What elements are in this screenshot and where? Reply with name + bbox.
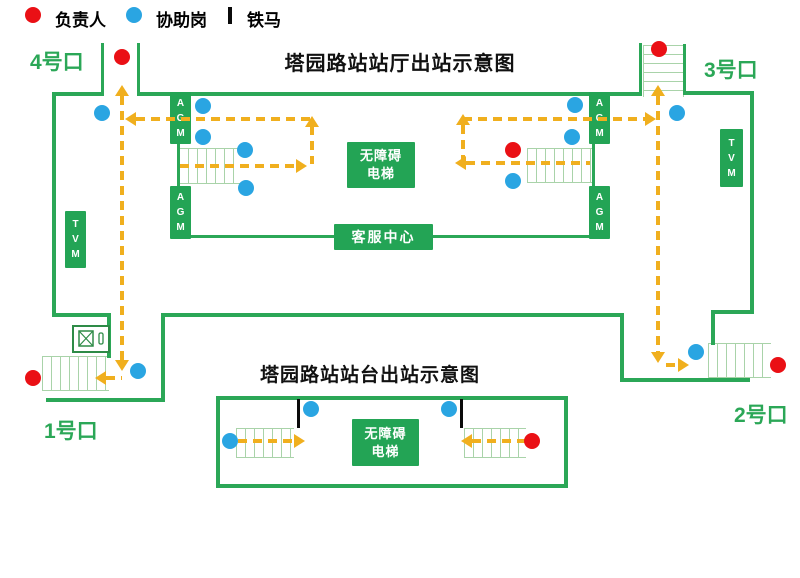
flow-arrow — [461, 125, 465, 161]
assistant-dot — [688, 344, 704, 360]
gate-line-wall — [592, 144, 595, 188]
wall — [161, 314, 165, 402]
flow-arrow — [666, 363, 678, 367]
wall — [620, 313, 624, 381]
wall — [683, 44, 686, 95]
accessible-elevator-box: 无障碍电梯 — [352, 419, 419, 466]
flow-arrow — [120, 96, 124, 360]
arrowhead-up — [651, 85, 665, 96]
legend-assistant-label: 协助岗 — [156, 11, 207, 30]
arrowhead-down — [115, 360, 129, 371]
assistant-dot — [237, 142, 253, 158]
wall — [52, 92, 56, 317]
arrowhead-left — [461, 434, 472, 448]
manager-dot — [524, 433, 540, 449]
legend-barrier-label: 铁马 — [247, 11, 281, 30]
flow-arrow — [106, 376, 122, 380]
flow-arrow — [656, 96, 660, 352]
flow-arrow — [238, 439, 294, 443]
manager-dot — [505, 142, 521, 158]
exit-1-label: 1号口 — [44, 420, 98, 443]
accessible-elevator-box: 无障碍电梯 — [347, 142, 415, 188]
assistant-dot — [567, 97, 583, 113]
stairs — [527, 148, 593, 183]
flow-arrow — [136, 117, 310, 121]
legend-barrier-bar — [228, 7, 232, 24]
assistant-dot — [222, 433, 238, 449]
manager-dot — [770, 357, 786, 373]
flow-arrow — [310, 126, 314, 164]
manager-dot — [651, 41, 667, 57]
arrowhead-right — [296, 159, 307, 173]
wall — [750, 91, 754, 314]
manager-dot — [25, 370, 41, 386]
arrowhead-right — [645, 112, 656, 126]
gate-line-wall — [177, 144, 180, 188]
assistant-dot — [505, 173, 521, 189]
wall — [52, 92, 104, 96]
assistant-dot — [130, 363, 146, 379]
assistant-dot — [441, 401, 457, 417]
platform-outline — [216, 396, 568, 488]
wall — [620, 378, 750, 382]
assistant-dot — [669, 105, 685, 121]
wall — [711, 310, 715, 345]
arrowhead-right — [678, 358, 689, 372]
exit-3-label: 3号口 — [704, 59, 758, 82]
wall — [683, 91, 753, 95]
wall — [639, 43, 642, 96]
wall — [46, 398, 165, 402]
flow-arrow — [463, 117, 645, 121]
platform-title: 塔园路站站台出站示意图 — [259, 365, 480, 386]
assistant-dot — [195, 98, 211, 114]
wall — [101, 43, 104, 96]
barrier-bar — [297, 399, 300, 428]
legend-manager-label: 负责人 — [55, 11, 106, 30]
service-center-box: 客服中心 — [334, 224, 433, 250]
arrowhead-down — [651, 352, 665, 363]
exit-4-label: 4号口 — [30, 51, 84, 74]
legend-assistant-dot — [126, 7, 142, 23]
wall — [52, 313, 110, 317]
arrowhead-up — [115, 85, 129, 96]
stairs — [236, 428, 294, 458]
exit-2-label: 2号口 — [734, 404, 788, 427]
concourse-title: 塔园路站站厅出站示意图 — [284, 53, 516, 75]
assistant-dot — [195, 129, 211, 145]
flow-arrow — [466, 161, 590, 165]
wall — [137, 43, 140, 96]
wall — [711, 310, 754, 314]
stairs — [708, 343, 771, 378]
stairs — [464, 428, 526, 458]
barrier-bar — [460, 399, 463, 428]
assistant-dot — [94, 105, 110, 121]
legend-manager-dot — [25, 7, 41, 23]
arrowhead-left — [95, 371, 106, 385]
wall — [137, 92, 642, 96]
flow-arrow — [180, 164, 296, 168]
arrowhead-left — [455, 156, 466, 170]
assistant-dot — [238, 180, 254, 196]
elevator-icon — [72, 325, 110, 353]
arrowhead-up — [305, 116, 319, 127]
assistant-dot — [564, 129, 580, 145]
wall — [161, 313, 624, 317]
manager-dot — [114, 49, 130, 65]
arrowhead-left — [125, 112, 136, 126]
assistant-dot — [303, 401, 319, 417]
flow-arrow — [472, 439, 528, 443]
arrowhead-right — [294, 434, 305, 448]
legend: 负责人 协助岗 铁马 — [0, 0, 800, 34]
